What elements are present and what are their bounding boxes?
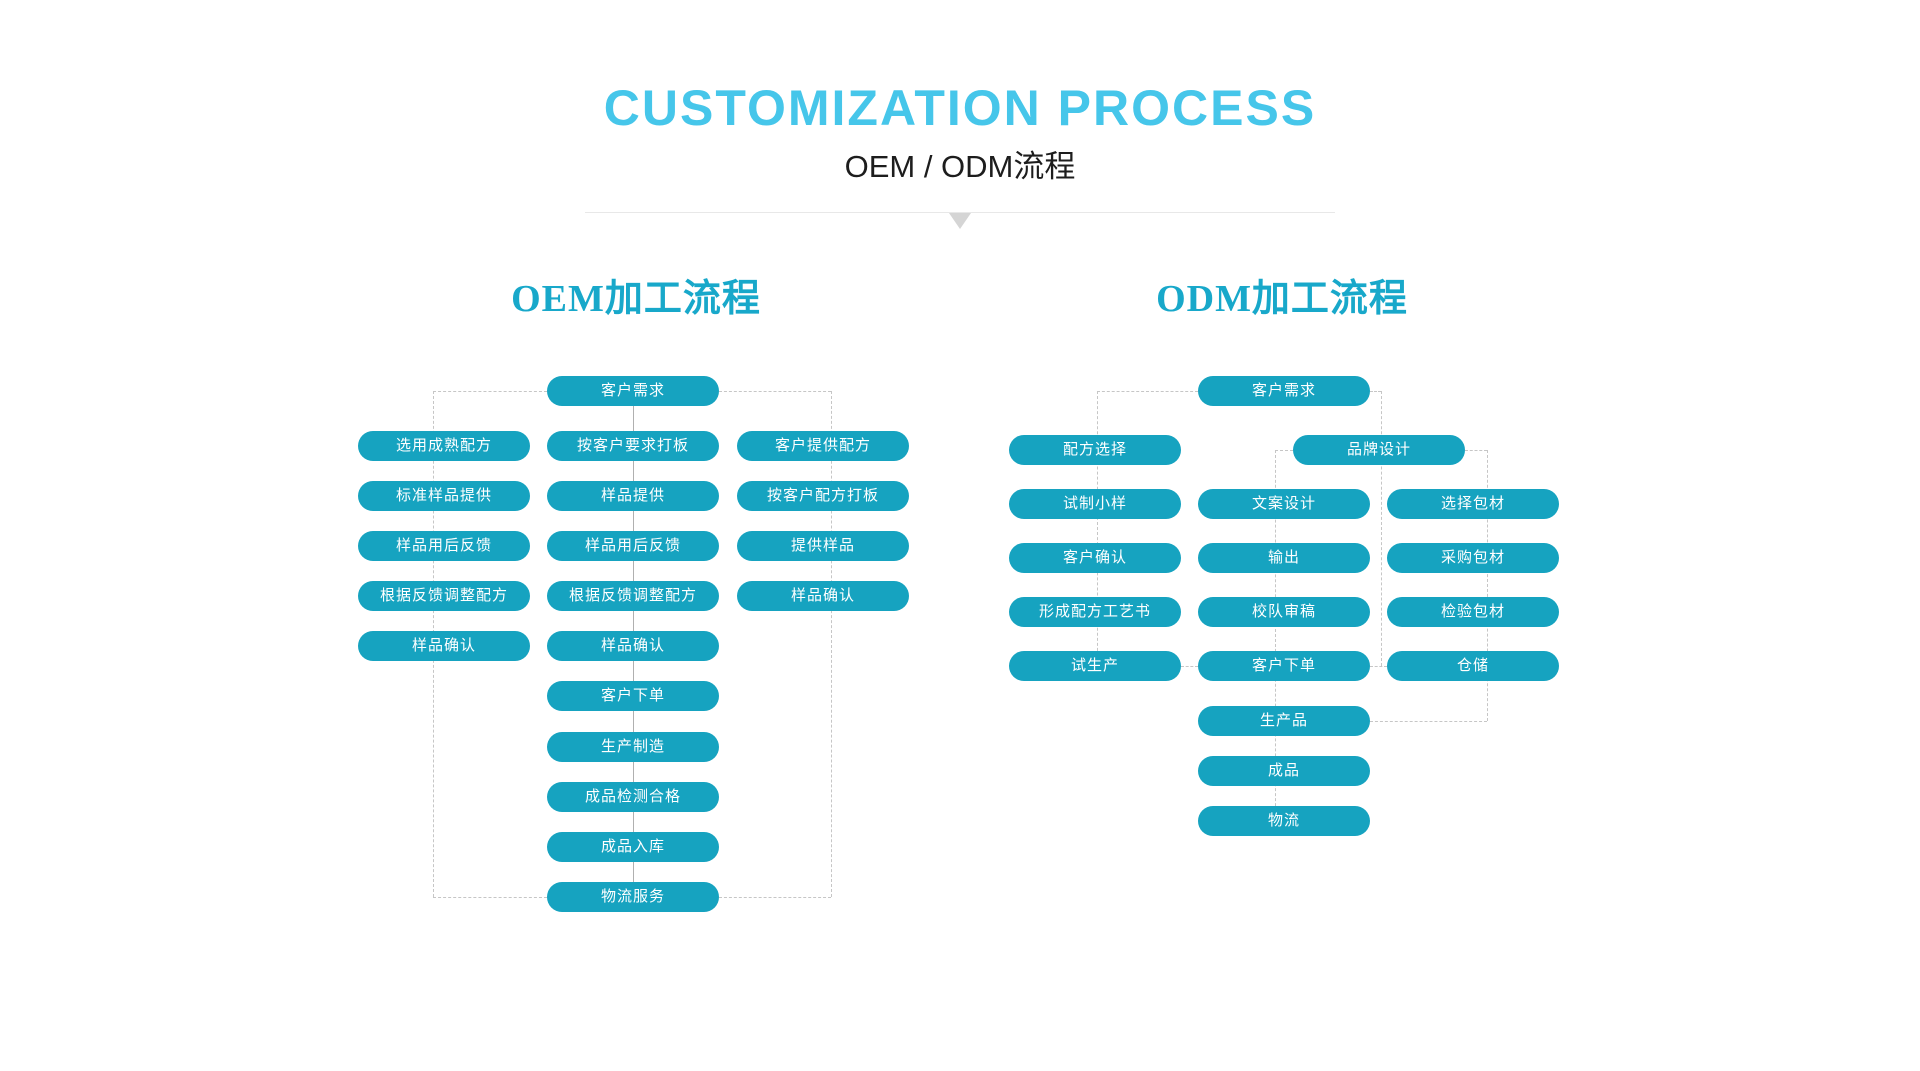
flow-node: 标准样品提供 xyxy=(358,481,530,511)
flow-node: 物流 xyxy=(1198,806,1370,836)
connector-line-dashed xyxy=(1097,391,1098,666)
flow-node: 仓储 xyxy=(1387,651,1559,681)
connector-line-dashed xyxy=(1370,721,1487,722)
connector-line-dashed xyxy=(1370,391,1381,392)
flow-node: 试制小样 xyxy=(1009,489,1181,519)
flow-node: 样品确认 xyxy=(547,631,719,661)
divider-line xyxy=(585,212,1335,213)
connector-line-dashed xyxy=(1487,450,1488,721)
connector-line-dashed xyxy=(1097,391,1198,392)
connector-line-dashed xyxy=(1465,450,1487,451)
flow-node: 校队审稿 xyxy=(1198,597,1370,627)
flow-node: 物流服务 xyxy=(547,882,719,912)
flow-node: 按客户配方打板 xyxy=(737,481,909,511)
flow-node: 客户提供配方 xyxy=(737,431,909,461)
flow-node: 客户确认 xyxy=(1009,543,1181,573)
flow-node: 样品提供 xyxy=(547,481,719,511)
flow-node: 样品用后反馈 xyxy=(358,531,530,561)
flow-node: 输出 xyxy=(1198,543,1370,573)
flow-node: 成品检测合格 xyxy=(547,782,719,812)
connector-line-dashed xyxy=(831,391,832,897)
flow-node: 样品确认 xyxy=(358,631,530,661)
flow-node: 选用成熟配方 xyxy=(358,431,530,461)
connector-line-dashed xyxy=(719,897,831,898)
connector-line-dashed xyxy=(719,391,831,392)
flow-node: 客户下单 xyxy=(1198,651,1370,681)
flow-node: 按客户要求打板 xyxy=(547,431,719,461)
flow-node: 样品确认 xyxy=(737,581,909,611)
flow-node: 成品入库 xyxy=(547,832,719,862)
connector-line-dashed xyxy=(1381,391,1382,666)
oem-section-heading: OEM加工流程 xyxy=(511,278,761,320)
flow-node: 采购包材 xyxy=(1387,543,1559,573)
down-arrow-icon xyxy=(949,213,971,229)
connector-line-dashed xyxy=(1181,666,1198,667)
flow-node: 根据反馈调整配方 xyxy=(547,581,719,611)
flow-node: 检验包材 xyxy=(1387,597,1559,627)
flow-node: 文案设计 xyxy=(1198,489,1370,519)
flow-node: 客户下单 xyxy=(547,681,719,711)
flow-node: 试生产 xyxy=(1009,651,1181,681)
flow-node: 配方选择 xyxy=(1009,435,1181,465)
flow-node: 客户需求 xyxy=(1198,376,1370,406)
flow-node: 成品 xyxy=(1198,756,1370,786)
connector-line-dashed xyxy=(433,897,547,898)
flow-node: 样品用后反馈 xyxy=(547,531,719,561)
flow-node: 根据反馈调整配方 xyxy=(358,581,530,611)
flow-node: 生产制造 xyxy=(547,732,719,762)
flow-node: 形成配方工艺书 xyxy=(1009,597,1181,627)
connector-line-dashed xyxy=(1275,450,1276,821)
flow-node: 客户需求 xyxy=(547,376,719,406)
page-title: CUSTOMIZATION PROCESS xyxy=(603,80,1317,136)
connector-line-dashed xyxy=(1370,666,1387,667)
connector-line-dashed xyxy=(433,391,547,392)
odm-section-heading: ODM加工流程 xyxy=(1156,278,1408,320)
flow-node: 生产品 xyxy=(1198,706,1370,736)
flow-node: 选择包材 xyxy=(1387,489,1559,519)
flow-node: 品牌设计 xyxy=(1293,435,1465,465)
flow-node: 提供样品 xyxy=(737,531,909,561)
connector-line-dashed xyxy=(1275,450,1293,451)
page-subtitle: OEM / ODM流程 xyxy=(844,149,1076,184)
